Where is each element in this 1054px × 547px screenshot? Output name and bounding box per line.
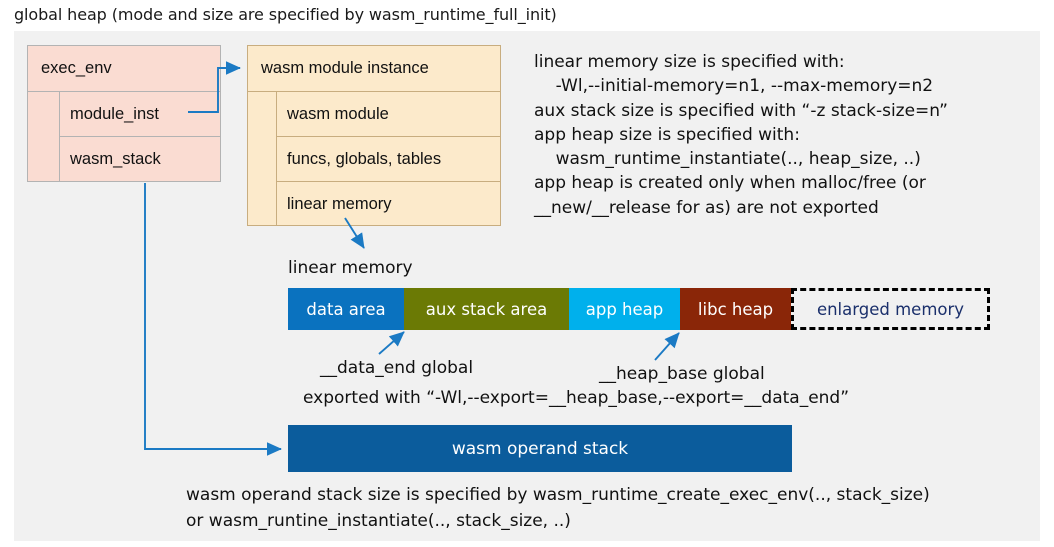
operand-stack-note: wasm operand stack size is specified by … xyxy=(186,485,930,531)
wasm-module-instance-box: wasm module instance wasm module funcs, … xyxy=(247,45,501,226)
exec-env-box: exec_env module_inst wasm_stack xyxy=(27,45,221,182)
wasm-operand-stack-bar: wasm operand stack xyxy=(288,425,792,472)
exec-env-field-wasm-stack: wasm_stack xyxy=(59,137,221,182)
memory-segment-label: data area xyxy=(306,299,386,319)
memory-segment-label: libc heap xyxy=(697,299,774,319)
exec-env-gutter xyxy=(28,92,60,182)
memory-segment-label: app heap xyxy=(585,299,664,319)
module-inst-label: module_inst xyxy=(70,104,159,123)
annotation-exported-with: exported with “-Wl,--export=__heap_base,… xyxy=(303,388,850,408)
annotation-data-end: __data_end global xyxy=(320,358,474,378)
exec-env-header-label: exec_env xyxy=(41,59,112,77)
field-linear-memory: linear memory xyxy=(276,182,501,226)
linear-memory-info-text: linear memory size is specified with: -W… xyxy=(534,52,948,218)
memory-segment-app-heap: app heap xyxy=(569,288,680,330)
wasm-operand-stack-label: wasm operand stack xyxy=(451,438,629,459)
field-wasm-module: wasm module xyxy=(276,92,501,137)
linear-memory-caption: linear memory xyxy=(288,258,413,278)
memory-segment-data-area: data area xyxy=(288,288,404,330)
memory-segment-label: aux stack area xyxy=(425,299,548,319)
annotation-heap-base: __heap_base global xyxy=(599,364,765,384)
field-funcs-globals-tables: funcs, globals, tables xyxy=(276,137,501,182)
wasm-module-label: wasm module xyxy=(287,104,389,123)
memory-segment-enlarged-memory: enlarged memory xyxy=(791,288,990,330)
wasm-module-instance-header: wasm module instance xyxy=(248,46,500,92)
wasm-stack-label: wasm_stack xyxy=(70,150,161,168)
wasm-module-instance-gutter xyxy=(248,92,277,226)
memory-segment-label: enlarged memory xyxy=(816,299,965,319)
memory-segment-aux-stack-area: aux stack area xyxy=(404,288,569,330)
exec-env-header: exec_env xyxy=(28,46,220,92)
wasm-module-instance-header-label: wasm module instance xyxy=(261,59,429,77)
memory-segment-libc-heap: libc heap xyxy=(680,288,791,330)
linear-memory-bar: data area aux stack area app heap libc heap… xyxy=(288,288,990,330)
funcs-globals-tables-label: funcs, globals, tables xyxy=(287,149,442,168)
exec-env-field-module-inst: module_inst xyxy=(59,92,221,137)
page-title: global heap (mode and size are specified… xyxy=(14,5,557,24)
linear-memory-label: linear memory xyxy=(287,194,392,213)
